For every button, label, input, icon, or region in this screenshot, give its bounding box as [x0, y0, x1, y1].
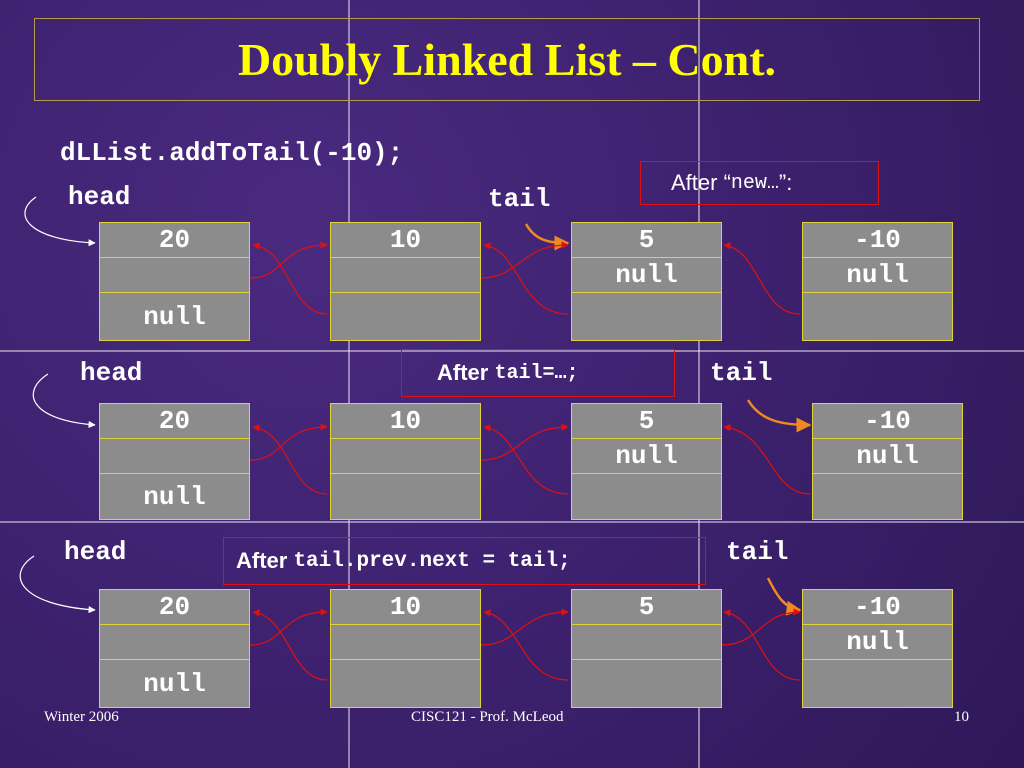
- node-value: 20: [100, 223, 249, 258]
- node-5: 5: [571, 589, 722, 708]
- node-next: null: [143, 668, 206, 699]
- head-label: head: [68, 182, 131, 212]
- node-next: [813, 474, 962, 519]
- row2-pointers: [32, 373, 812, 495]
- node-value: -10: [803, 223, 952, 258]
- node-next: [331, 474, 480, 519]
- node-value: 10: [331, 223, 480, 258]
- node-prev: [100, 625, 249, 660]
- node-minus10: -10 null: [812, 403, 963, 520]
- node-value: 5: [572, 590, 721, 625]
- node-prev: [331, 625, 480, 660]
- row1-pointers: [24, 196, 801, 315]
- footer-course: CISC121 - Prof. McLeod: [411, 709, 564, 725]
- row3-pointers: [19, 555, 802, 681]
- callout-code: tail=…;: [494, 361, 579, 385]
- node-prev: [100, 258, 249, 293]
- node-next: [572, 293, 721, 340]
- footer-term: Winter 2006: [44, 709, 119, 725]
- node-20: 20 null: [99, 222, 250, 341]
- callout-text: After: [437, 360, 495, 385]
- node-5: 5 null: [571, 222, 722, 341]
- node-prev: [331, 258, 480, 293]
- after-tail-callout: After tail=…;: [401, 349, 675, 397]
- node-value: 5: [572, 223, 721, 258]
- tail-label: tail: [710, 358, 773, 388]
- node-value: 20: [100, 404, 249, 439]
- callout-code: tail.prev.next = tail;: [293, 549, 571, 573]
- node-prev: [331, 439, 480, 474]
- node-prev: null: [813, 439, 962, 474]
- title-box: Doubly Linked List – Cont.: [34, 18, 980, 101]
- node-value: 20: [100, 590, 249, 625]
- node-next: [803, 293, 952, 340]
- callout-text-end: ”:: [778, 170, 793, 195]
- node-10: 10: [330, 403, 481, 520]
- node-5: 5 null: [571, 403, 722, 520]
- node-prev: null: [803, 258, 952, 293]
- node-20: 20 null: [99, 589, 250, 708]
- node-next: [331, 660, 480, 707]
- callout-code: new…: [730, 171, 779, 195]
- after-prev-next-callout: After tail.prev.next = tail;: [223, 537, 706, 585]
- node-10: 10: [330, 589, 481, 708]
- node-next: [803, 660, 952, 707]
- node-next: null: [143, 481, 206, 512]
- node-10: 10: [330, 222, 481, 341]
- node-value: 10: [331, 404, 480, 439]
- node-prev: [572, 625, 721, 660]
- callout-text: After “: [671, 170, 731, 195]
- node-next: [331, 293, 480, 340]
- tail-label: tail: [726, 537, 789, 567]
- node-prev: null: [572, 439, 721, 474]
- node-prev: null: [803, 625, 952, 660]
- node-next: null: [143, 301, 206, 332]
- code-line: dLList.addToTail(-10);: [60, 138, 404, 168]
- node-value: 10: [331, 590, 480, 625]
- node-value: -10: [803, 590, 952, 625]
- head-label: head: [64, 537, 127, 567]
- node-20: 20 null: [99, 403, 250, 520]
- node-value: 5: [572, 404, 721, 439]
- node-next: [572, 660, 721, 707]
- slide-title: Doubly Linked List – Cont.: [237, 34, 777, 85]
- node-prev: null: [572, 258, 721, 293]
- node-minus10: -10 null: [802, 589, 953, 708]
- callout-text: After: [236, 548, 294, 573]
- page-number: 10: [954, 709, 969, 725]
- tail-label: tail: [488, 184, 551, 214]
- node-minus10: -10 null: [802, 222, 953, 341]
- node-next: [572, 474, 721, 519]
- head-label: head: [80, 358, 143, 388]
- after-new-callout: After “new…”:: [640, 161, 879, 205]
- node-value: -10: [813, 404, 962, 439]
- node-prev: [100, 439, 249, 474]
